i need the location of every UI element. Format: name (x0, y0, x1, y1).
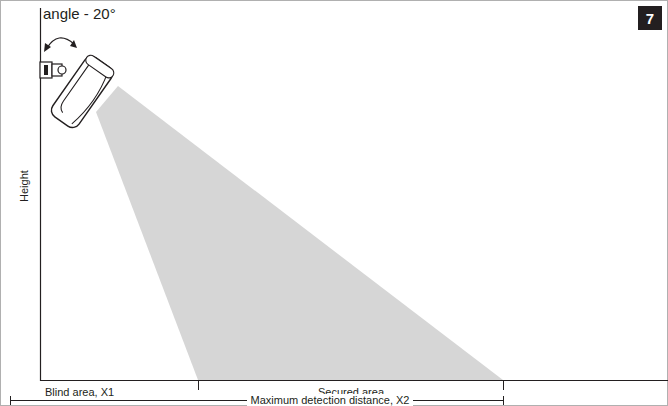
detection-cone (96, 86, 503, 380)
tick (10, 396, 11, 405)
figure-number-box: 7 (638, 6, 662, 30)
angle-arrow (47, 38, 74, 48)
bracket (44, 65, 48, 75)
arrowhead (44, 43, 51, 52)
area-label: Blind area, X1 (45, 386, 114, 398)
arrowhead (70, 40, 77, 48)
pivot (58, 66, 66, 74)
tick (503, 396, 504, 405)
tick (503, 380, 504, 390)
bracket (40, 62, 52, 78)
motion-detector (48, 53, 116, 130)
dimension-label: Maximum detection distance, X2 (247, 394, 414, 406)
tick (198, 380, 199, 390)
floor-line (40, 380, 668, 381)
angle-label: angle - 20° (43, 6, 116, 23)
figure-number: 7 (646, 10, 654, 27)
axis-label: Height (18, 170, 30, 202)
